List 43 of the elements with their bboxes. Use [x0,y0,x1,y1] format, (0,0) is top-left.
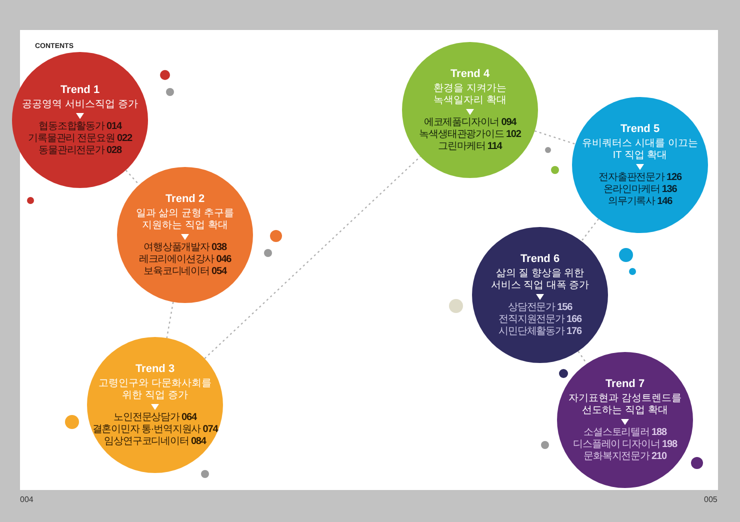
dotted-connector [204,156,421,359]
job-entry: 보육코디네이터 054 [144,266,226,278]
trend-number: Trend 4 [450,67,490,81]
job-entry: 협동조합활동가 014 [38,121,122,133]
dotted-connector [125,170,140,186]
job-entry: 노인전문상담가 064 [114,412,196,424]
trend-number: Trend 5 [620,122,660,136]
job-entry: 전자출판전문가 126 [598,172,682,184]
trend-heading: 삶의 질 향상을 위한 서비스 직업 대폭 증가 [490,268,590,292]
trend-heading: 고령인구와 다문화사회를 위한 직업 증가 [98,378,212,402]
trend-heading: 공공영역 서비스직업 증가 [22,99,138,111]
job-entry: 문화복지전문가 210 [584,451,666,463]
trend-number: Trend 6 [520,252,560,266]
job-entry: 그린마케터 114 [438,141,502,153]
job-entry: 디스플레이 디자이너 198 [573,439,677,451]
page-number: 005 [704,494,718,506]
job-entry: 레크리에이션강사 046 [138,254,232,266]
job-entry: 시민단체활동가 176 [498,326,582,338]
job-entry: 전직지원전문가 166 [498,314,582,326]
job-entry: 에코제품디자이너 094 [424,117,516,129]
trend-heading: 유비쿼터스 시대를 이끄는 IT 직업 확대 [581,138,699,162]
trend-number: Trend 1 [60,83,100,97]
trend-number: Trend 7 [605,377,645,391]
trend-heading: 환경을 지켜가는 녹색일자리 확대 [432,83,508,107]
job-entry: 여행상품개발자 038 [144,242,226,254]
trend-number: Trend 2 [165,192,205,206]
job-entry: 결혼이민자 통·번역지원사 074 [92,424,218,436]
dotted-connector [578,350,588,364]
job-entry: 소셜스토리텔러 188 [584,427,666,439]
page-number: 004 [20,494,34,506]
dotted-connector [580,218,600,242]
job-entry: 의무기록사 146 [608,196,672,208]
dotted-connector [166,302,174,338]
job-entry: 녹색생태관광가이드 102 [419,129,521,141]
job-entry: 임상연구코디네이터 084 [104,436,206,448]
job-entry: 기록물관리 전문요원 022 [28,133,132,145]
dotted-connector [534,130,576,145]
job-entry: 온라인마케터 136 [603,184,677,196]
trend-heading: 일과 삶의 균형 추구를 지원하는 직업 확대 [134,208,236,232]
job-entry: 상담전문가 156 [508,302,572,314]
trend-number: Trend 3 [135,362,175,376]
job-entry: 동물관리전문가 028 [38,145,122,157]
trend-heading: 자기표현과 감성트렌드를 선도하는 직업 확대 [568,393,682,417]
